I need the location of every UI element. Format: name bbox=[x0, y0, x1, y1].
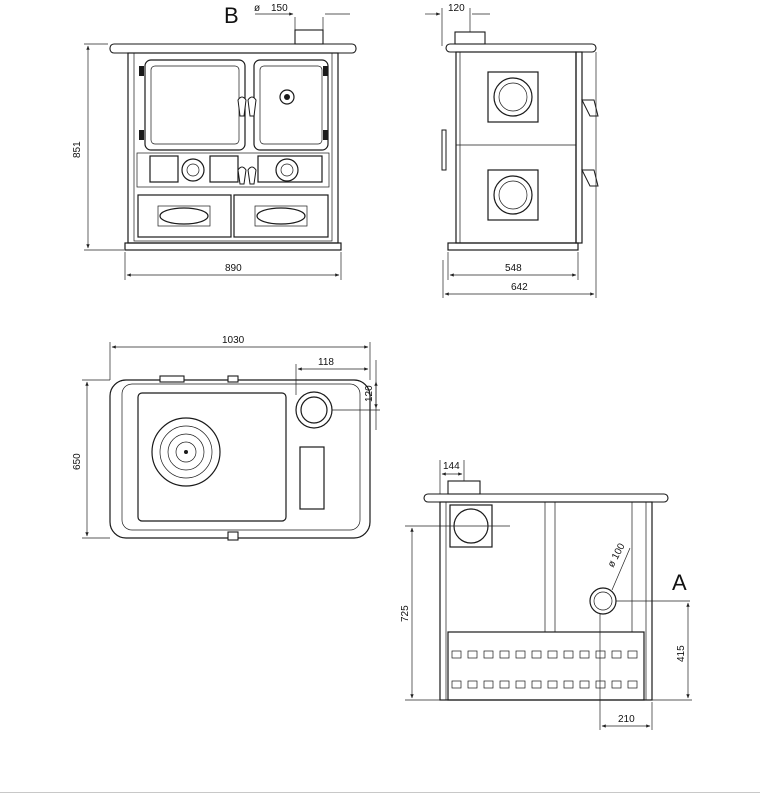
dim-rear-outlet-offset: 210 bbox=[618, 714, 635, 725]
dim-top-flue-y: 120 bbox=[364, 385, 375, 402]
dim-rear-flue-offset: 144 bbox=[443, 461, 460, 472]
dim-rear-outlet-diameter: ø 100 bbox=[606, 541, 628, 569]
rear-vent-rows bbox=[451, 650, 638, 689]
dim-flue-diameter-top: 150 bbox=[271, 3, 288, 14]
diameter-symbol-label: ø bbox=[254, 3, 260, 14]
bottom-divider bbox=[0, 792, 760, 793]
dim-side-body-depth: 548 bbox=[505, 263, 522, 274]
marker-a-label: A bbox=[672, 570, 687, 595]
dim-top-flue-x: 118 bbox=[318, 357, 334, 368]
dim-rear-outlet-height: 415 bbox=[676, 645, 687, 662]
dim-top-total-width: 1030 bbox=[222, 335, 245, 346]
rear-view bbox=[405, 460, 692, 730]
dim-front-height: 851 bbox=[72, 141, 83, 158]
dim-side-flue-offset: 120 bbox=[448, 3, 465, 14]
side-view bbox=[425, 8, 599, 298]
marker-b-label: B bbox=[224, 3, 239, 28]
dim-rear-height: 725 bbox=[400, 605, 411, 622]
dim-top-total-depth: 650 bbox=[72, 453, 83, 470]
top-view bbox=[82, 342, 380, 541]
front-view bbox=[84, 12, 357, 280]
dim-front-width: 890 bbox=[225, 263, 242, 274]
dim-side-total-depth: 642 bbox=[511, 282, 528, 293]
